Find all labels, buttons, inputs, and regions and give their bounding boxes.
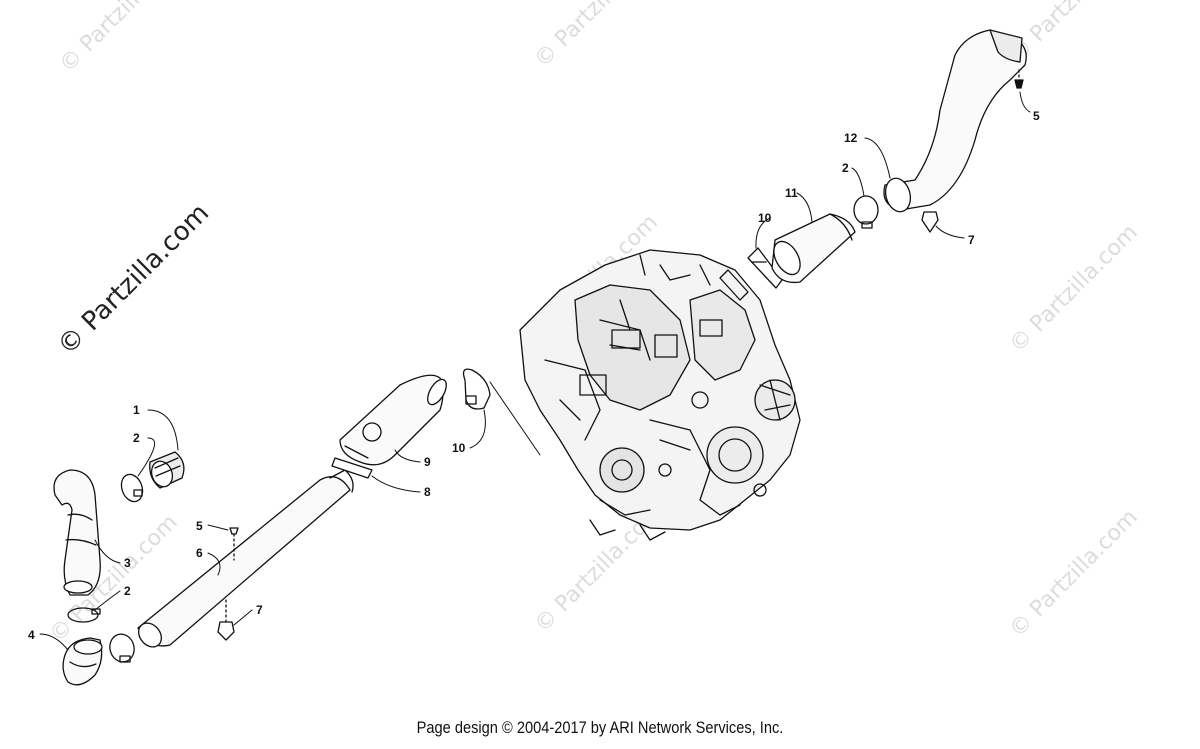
callout-9: 9	[424, 455, 431, 469]
callout-8: 8	[424, 485, 431, 499]
leader-lines	[39, 91, 1031, 651]
part-2-clamp-mid	[109, 633, 135, 663]
part-7-push-clip-right	[921, 211, 939, 233]
callout-7: 7	[256, 603, 263, 617]
callout-1: 1	[133, 403, 140, 417]
part-3-curved-hose	[53, 469, 101, 596]
callout-2: 2	[124, 584, 131, 598]
callout-11: 11	[785, 186, 798, 200]
callout-5: 5	[1033, 109, 1040, 123]
callout-6: 6	[196, 546, 203, 560]
part-2-clamp-upper	[120, 473, 144, 503]
part-8-seal-ring	[331, 457, 373, 479]
callout-2: 2	[842, 161, 849, 175]
callout-5: 5	[196, 519, 203, 533]
callout-4: 4	[28, 628, 35, 642]
callout-2: 2	[133, 431, 140, 445]
engine-assembly	[519, 249, 801, 541]
part-1-coupler	[149, 451, 185, 489]
part-5-screw-right	[1014, 69, 1024, 89]
part-10-clamp-left	[462, 368, 491, 410]
part-4-elbow-boot	[62, 637, 103, 686]
part-9-intake-duct	[339, 374, 447, 466]
part-7-push-clip-left	[217, 599, 235, 641]
page-footer-copyright: Page design © 2004-2017 by ARI Network S…	[416, 718, 784, 737]
callout-12: 12	[844, 131, 858, 145]
callout-10: 10	[452, 441, 466, 455]
part-6-long-tube	[137, 469, 354, 648]
part-5-screw-left	[229, 527, 239, 561]
part-12-snorkel-tube	[883, 29, 1027, 213]
part-2-clamp-top	[853, 195, 879, 229]
callout-7: 7	[968, 233, 975, 247]
callout-10: 10	[758, 211, 772, 225]
callout-3: 3	[124, 556, 131, 570]
part-11-boot	[771, 213, 856, 284]
